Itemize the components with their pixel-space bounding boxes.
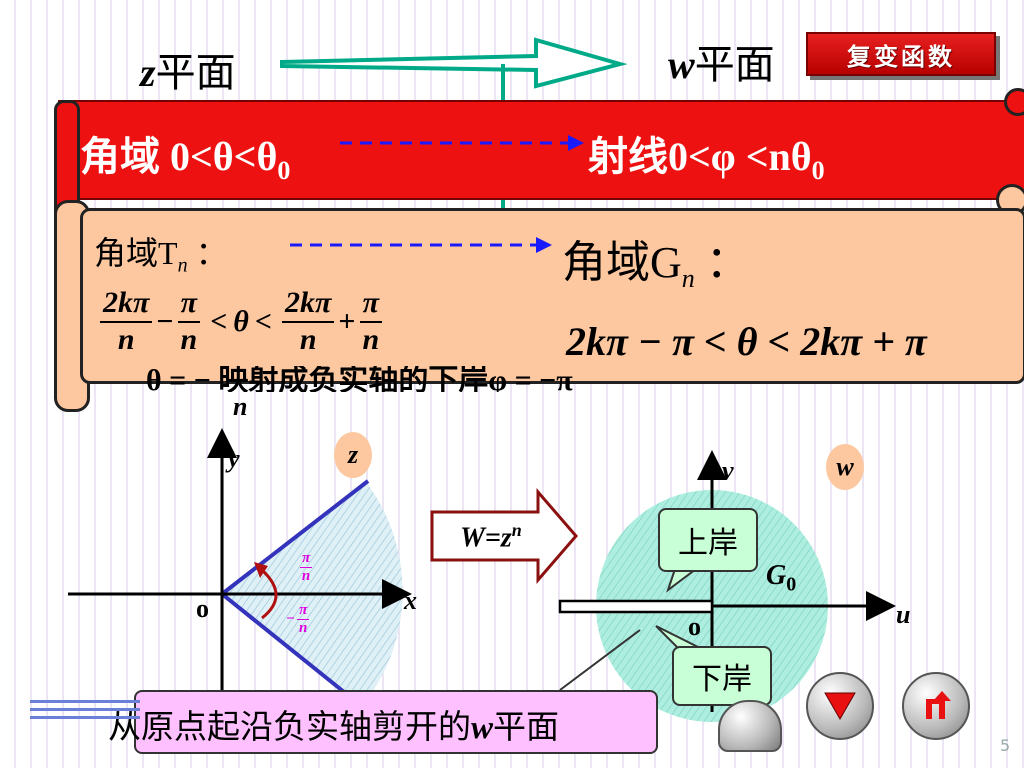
w-region-sub: 0 bbox=[786, 573, 797, 596]
frac3-den: n bbox=[299, 322, 317, 356]
z-x-label: x bbox=[404, 586, 417, 615]
domain-definition-box bbox=[80, 208, 1024, 384]
z-origin-label: o bbox=[196, 594, 209, 623]
footer-line-2 bbox=[30, 708, 140, 711]
angle-domain-left-sub: 0 bbox=[277, 156, 291, 185]
return-arrow-icon bbox=[926, 691, 951, 719]
dashed-arrow-top bbox=[340, 135, 584, 151]
footer-line-1 bbox=[30, 700, 140, 703]
angle-domain-left: 角域 0<θ<θ0 bbox=[80, 124, 290, 186]
red-scroll-right-roll bbox=[1004, 88, 1024, 116]
gn-colon: ： bbox=[705, 238, 750, 287]
z-angle-arc bbox=[260, 568, 278, 620]
course-badge[interactable]: 复变函数 bbox=[806, 32, 996, 76]
w-u-label: u bbox=[896, 600, 911, 629]
upper-bank-callout: 上岸 bbox=[658, 508, 758, 572]
w-region-label: G0 bbox=[766, 560, 796, 597]
gn-label-sub: n bbox=[681, 263, 695, 293]
tn-label-text: 角域T bbox=[94, 235, 178, 271]
caption-suffix: 平面 bbox=[493, 707, 560, 746]
page-number: 5 bbox=[1000, 736, 1011, 755]
caption-text: 从原点起沿负实轴剪开的w平面 bbox=[108, 700, 559, 748]
z-wedge-lower-edge bbox=[220, 592, 356, 702]
nav-prev-button[interactable] bbox=[718, 700, 782, 752]
w-origin-label: o bbox=[688, 612, 701, 641]
caption-pointer-line bbox=[559, 629, 641, 691]
angle-domain-left-text: 角域 0<θ<θ bbox=[80, 134, 278, 179]
w-plane-badge: w bbox=[826, 444, 864, 490]
z-y-label: y bbox=[228, 444, 240, 473]
z-plane-badge: z bbox=[334, 432, 372, 478]
w-v-label: v bbox=[722, 456, 734, 485]
hidden-mapping-line: θ = − 映射成负实轴的下岸φ = −π bbox=[146, 366, 573, 392]
ray-domain-right-text: 射线0<φ <nθ bbox=[588, 134, 812, 179]
upper-angle-num: π bbox=[300, 550, 313, 568]
ray-domain-right: 射线0<φ <nθ0 bbox=[588, 124, 825, 186]
minus-sign: − bbox=[156, 304, 174, 338]
lower-angle-sign: − bbox=[286, 610, 296, 627]
angle-domain-tn-label: 角域Tn ： bbox=[94, 228, 228, 277]
frac4-num: π bbox=[359, 286, 383, 323]
z-angle-arc-arrowhead bbox=[254, 562, 268, 578]
lower-bank-callout: 下岸 bbox=[672, 646, 772, 706]
lower-angle-den: n bbox=[299, 619, 308, 636]
dashed-arrow-middle bbox=[290, 237, 552, 253]
angle-domain-band bbox=[58, 100, 1024, 200]
w-region-letter: G bbox=[766, 560, 787, 591]
caption-prefix: 从原点起沿负实轴剪开的 bbox=[108, 707, 471, 746]
lower-angle-num: π bbox=[297, 602, 310, 620]
z-wedge-upper-edge bbox=[220, 479, 370, 596]
mapping-formula: W=zn bbox=[460, 520, 522, 554]
ray-domain-right-sub: 0 bbox=[811, 156, 825, 185]
gn-label-text: 角域G bbox=[562, 238, 682, 287]
frac2-num: π bbox=[177, 286, 201, 323]
mapping-formula-text: W=z bbox=[460, 522, 512, 554]
plus-sign: + bbox=[338, 304, 356, 338]
w-negative-axis-slit bbox=[558, 599, 714, 614]
z-to-w-arrow bbox=[280, 37, 628, 89]
w-plane-title: w平面 bbox=[668, 32, 775, 90]
lt-sign-2: < bbox=[254, 304, 272, 338]
footer-line-3 bbox=[30, 716, 140, 719]
tn-label-sub: n bbox=[177, 254, 188, 277]
z-plane-var: z bbox=[140, 50, 156, 95]
nav-return-button[interactable] bbox=[902, 672, 970, 740]
frac1-num: 2kπ bbox=[100, 286, 153, 323]
z-upper-angle-frac: π n bbox=[300, 550, 313, 584]
mapping-arrow bbox=[430, 488, 578, 584]
caption-var: w bbox=[471, 710, 494, 746]
frac1-den: n bbox=[117, 322, 135, 356]
down-triangle-icon bbox=[824, 692, 856, 721]
lt-sign-1: < bbox=[210, 304, 228, 338]
upper-angle-den: n bbox=[301, 567, 311, 584]
tn-colon: ： bbox=[195, 235, 228, 271]
gn-inequality: 2kπ − π < θ < 2kπ + π bbox=[566, 319, 927, 364]
z-lower-angle-frac: − π n bbox=[286, 602, 310, 636]
caption-bubble bbox=[134, 690, 658, 754]
nav-next-button[interactable] bbox=[806, 672, 874, 740]
theta-symbol: θ bbox=[233, 304, 249, 338]
frac4-den: n bbox=[362, 322, 380, 356]
frac3-num: 2kπ bbox=[281, 286, 335, 323]
w-plane-var: w bbox=[668, 42, 695, 87]
mapping-formula-exp: n bbox=[511, 520, 522, 540]
angle-domain-gn-label: 角域Gn ： bbox=[562, 226, 750, 294]
hidden-line-denominator: n bbox=[233, 392, 248, 421]
frac2-den: n bbox=[180, 322, 198, 356]
z-plane-title: z平面 bbox=[140, 40, 236, 98]
z-plane-suffix: 平面 bbox=[155, 50, 236, 96]
w-plane-suffix: 平面 bbox=[694, 42, 775, 88]
